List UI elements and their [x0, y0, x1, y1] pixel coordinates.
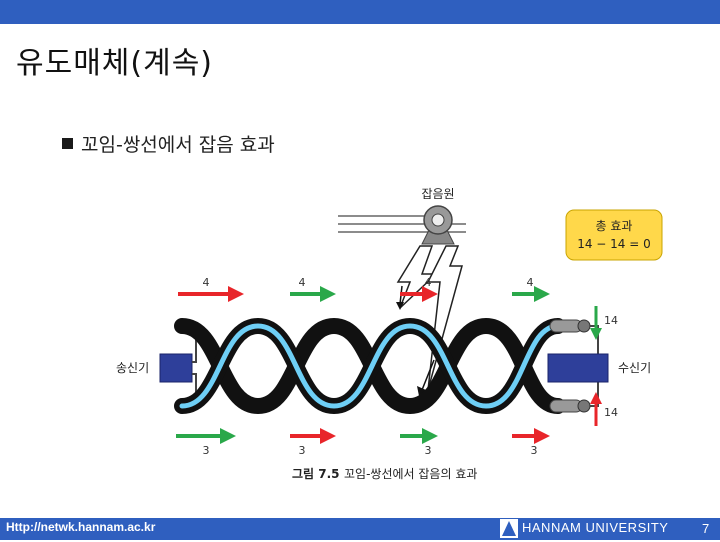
bottom-arrow-value: 3: [299, 444, 306, 457]
bottom-arrow-value: 3: [531, 444, 538, 457]
bullet-item: 꼬임-쌍선에서 잡음 효과: [62, 130, 275, 157]
top-arrow-value: 4: [299, 276, 306, 289]
bottom-arrow-value: 3: [203, 444, 210, 457]
receiver-box: [547, 353, 609, 383]
figure-caption-number: 그림 7.5: [292, 467, 340, 481]
receiver-arrows: [590, 306, 602, 426]
twisted-pair-cable: [174, 317, 566, 415]
slide-title: 유도매체(계속): [16, 46, 214, 81]
total-effect-box: 총 효과 14 − 14 = 0: [565, 209, 663, 261]
top-arrow-group: [178, 286, 550, 302]
bullet-square-icon: [62, 138, 73, 149]
figure-caption-text: 꼬임-쌍선에서 잡음의 효과: [344, 467, 477, 481]
total-effect-title: 총 효과: [596, 219, 633, 233]
top-arrow-value: 4: [527, 276, 534, 289]
bottom-arrow-group: [176, 428, 550, 444]
top-arrow-value: 4: [203, 276, 210, 289]
page-number: 7: [702, 521, 710, 536]
footer-bar: [0, 518, 720, 540]
footer-url: Http://netwk.hannam.ac.kr: [6, 520, 156, 534]
sender-label: 송신기: [116, 361, 149, 375]
noise-source-icon: [421, 205, 455, 245]
bullet-text: 꼬임-쌍선에서 잡음 효과: [81, 134, 275, 156]
header-bar: [0, 0, 720, 24]
bottom-arrow-value: 3: [425, 444, 432, 457]
receiver-label: 수신기: [618, 361, 651, 375]
footer-university: HANNAM UNIVERSITY: [522, 520, 669, 535]
receiver-top-value: 14: [604, 314, 618, 327]
total-effect-formula: 14 − 14 = 0: [577, 237, 651, 251]
noise-source-label: 잡음원: [421, 187, 454, 201]
university-logo-icon: [500, 519, 518, 538]
receiver-connectors: [549, 319, 599, 413]
receiver-bottom-value: 14: [604, 406, 618, 419]
sender-box: [159, 353, 193, 383]
twisted-pair-noise-figure: 잡음원 총 효과 14 − 14 = 0 4 4 4 4: [116, 187, 663, 481]
top-arrow-value: 4: [425, 276, 432, 289]
